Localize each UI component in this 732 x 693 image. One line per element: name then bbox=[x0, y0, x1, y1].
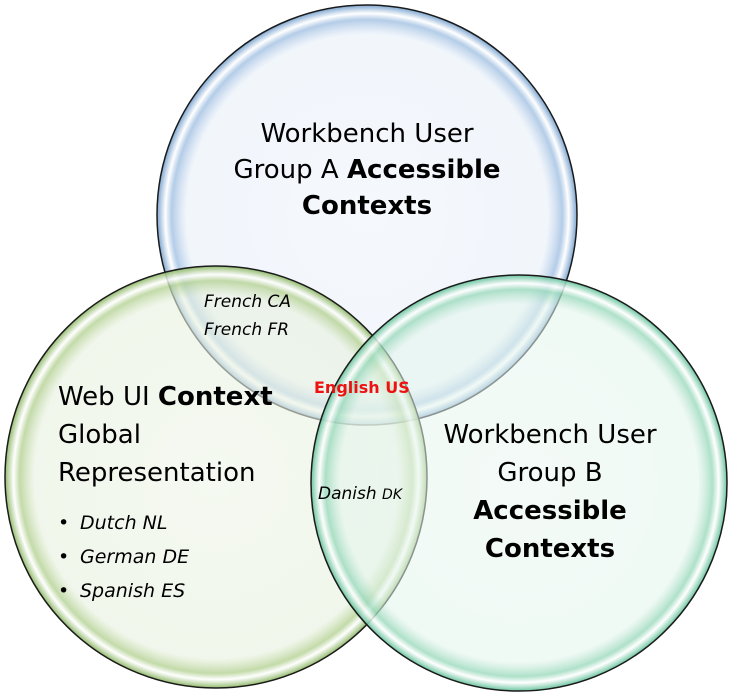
language-french-fr: French FR bbox=[204, 320, 290, 340]
intersection-b-c: Danish DK bbox=[318, 480, 402, 509]
group-a-label: Group A bbox=[233, 155, 347, 185]
group-a-title-line3: Contexts bbox=[187, 188, 547, 224]
list-item: • Dutch NL bbox=[58, 506, 189, 540]
group-b-contexts: Contexts bbox=[484, 534, 616, 564]
group-b-title-line2: Group B bbox=[497, 458, 603, 488]
bullet-icon: • bbox=[58, 512, 70, 534]
group-b-title-line3: Accessible bbox=[420, 492, 680, 530]
language-spanish: Spanish ES bbox=[80, 580, 186, 602]
group-b-title-line1: Workbench User bbox=[443, 420, 657, 450]
language-german: German DE bbox=[80, 546, 190, 568]
bullet-icon: • bbox=[58, 546, 70, 568]
group-b-title-line4: Contexts bbox=[420, 530, 680, 568]
web-ui-title-line3: Representation bbox=[58, 458, 256, 488]
list-item: • German DE bbox=[58, 540, 189, 574]
list-item: • Spanish ES bbox=[58, 574, 189, 608]
language-french-ca: French CA bbox=[204, 292, 292, 312]
web-ui-context-bold: Context bbox=[157, 382, 273, 412]
language-dutch: Dutch NL bbox=[80, 512, 168, 534]
intersection-a-c: French CA French FR bbox=[204, 288, 291, 344]
group-b-title: Workbench User Group B Accessible Contex… bbox=[420, 416, 680, 568]
group-a-title-line2: Group A Accessible bbox=[187, 152, 547, 188]
group-a-contexts: Contexts bbox=[301, 191, 433, 221]
language-danish: Danish bbox=[318, 484, 383, 504]
group-a-title-line1: Workbench User bbox=[260, 119, 474, 149]
language-danish-code: DK bbox=[382, 487, 403, 503]
group-a-accessible: Accessible bbox=[346, 155, 501, 185]
group-b-accessible: Accessible bbox=[473, 496, 627, 526]
circle-group-b bbox=[310, 274, 728, 692]
bullet-icon: • bbox=[58, 580, 70, 602]
web-ui-title-line2: Global bbox=[58, 420, 141, 450]
intersection-all-english-us: English US bbox=[314, 378, 410, 397]
web-ui-context-title: Web UI Context Global Representation bbox=[58, 378, 273, 492]
group-a-title: Workbench User Group A Accessible Contex… bbox=[187, 116, 547, 224]
web-ui-label: Web UI bbox=[58, 382, 158, 412]
web-ui-language-list: • Dutch NL • German DE • Spanish ES bbox=[58, 506, 189, 608]
web-ui-title-line1: Web UI Context bbox=[58, 378, 273, 416]
